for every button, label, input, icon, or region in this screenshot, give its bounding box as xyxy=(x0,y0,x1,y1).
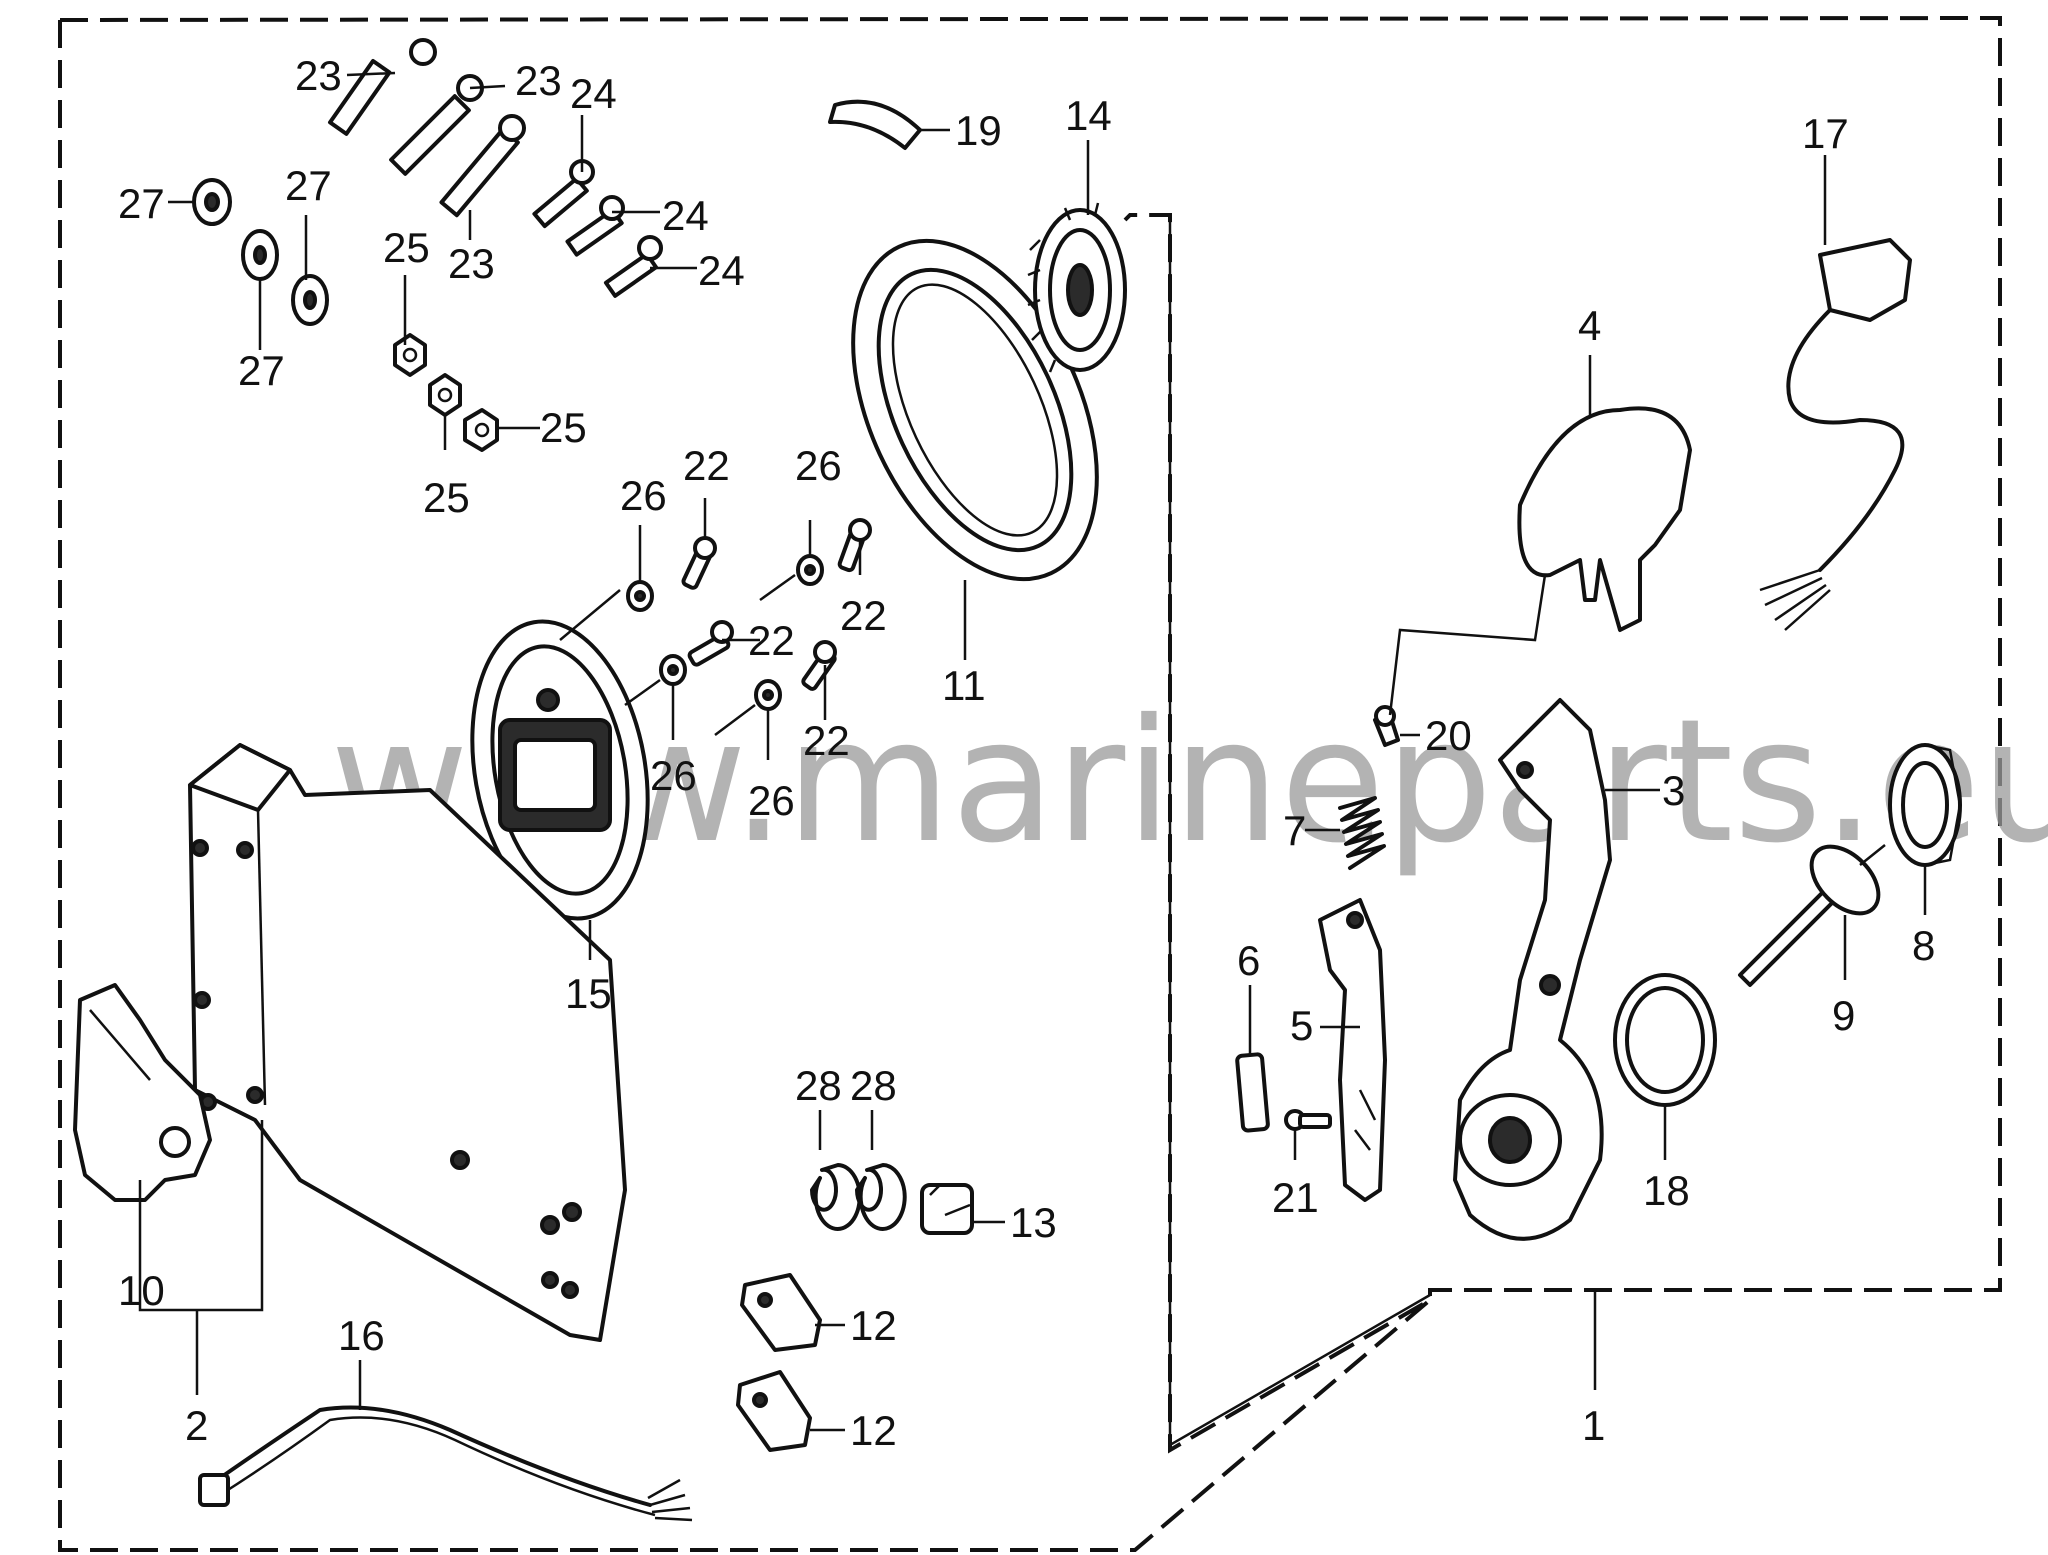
callout-27b: 27 xyxy=(285,162,332,209)
callout-9: 9 xyxy=(1832,992,1855,1039)
callout-21: 21 xyxy=(1272,1174,1319,1221)
callout-10: 10 xyxy=(118,1267,165,1314)
callout-23a: 23 xyxy=(295,52,342,99)
callout-13: 13 xyxy=(1010,1199,1057,1246)
clip-28b xyxy=(855,1163,907,1231)
leader-lines xyxy=(138,71,1927,1432)
callout-4: 4 xyxy=(1578,302,1601,349)
callout-12b: 12 xyxy=(850,1407,897,1454)
callout-16: 16 xyxy=(338,1312,385,1359)
screw-22a xyxy=(681,536,717,590)
callout-22c: 22 xyxy=(840,592,887,639)
callout-18: 18 xyxy=(1643,1167,1690,1214)
callout-7: 7 xyxy=(1283,807,1306,854)
callout-6: 6 xyxy=(1237,937,1260,984)
callout-3: 3 xyxy=(1662,767,1685,814)
cap-4 xyxy=(1517,406,1692,632)
pad-12a xyxy=(740,1273,822,1352)
nut-25c xyxy=(463,408,499,452)
callout-28a: 28 xyxy=(795,1062,842,1109)
callout-12a: 12 xyxy=(850,1302,897,1349)
assembly-boundary xyxy=(58,15,2002,1552)
screw-22b xyxy=(687,620,734,667)
spring-7 xyxy=(1338,796,1386,870)
pin-6 xyxy=(1235,1052,1270,1133)
callout-2: 2 xyxy=(185,1402,208,1449)
callout-1: 1 xyxy=(1582,1402,1605,1449)
bushing-8 xyxy=(1888,743,1962,867)
washer-27c xyxy=(291,274,329,326)
screw-24b xyxy=(565,195,625,257)
callout-22a: 22 xyxy=(683,442,730,489)
inner-boundary xyxy=(1168,215,1431,1448)
harness-16 xyxy=(198,1405,693,1522)
pad-12b xyxy=(736,1370,812,1452)
screw-21 xyxy=(1284,1109,1332,1131)
callout-25c: 25 xyxy=(540,404,587,451)
callout-26d: 26 xyxy=(748,777,795,824)
nut-25b xyxy=(428,373,462,417)
callout-24a: 24 xyxy=(570,70,617,117)
callout-23c: 23 xyxy=(448,240,495,287)
washer-26b xyxy=(659,654,687,686)
callout-14: 14 xyxy=(1065,92,1112,139)
screw-24a xyxy=(532,159,595,229)
callout-24b: 24 xyxy=(662,192,709,239)
callout-8: 8 xyxy=(1912,922,1935,969)
washer-18 xyxy=(1613,973,1717,1107)
screw-23b xyxy=(389,74,484,176)
washer-27a xyxy=(192,178,232,226)
ring-11 xyxy=(851,238,1099,582)
callout-20: 20 xyxy=(1425,712,1472,759)
callout-17: 17 xyxy=(1802,110,1849,157)
washer-26c xyxy=(796,554,824,586)
cover-10 xyxy=(73,983,212,1202)
callout-15: 15 xyxy=(565,970,612,1017)
gear-14 xyxy=(1027,202,1127,373)
callout-22d: 22 xyxy=(803,717,850,764)
callout-28b: 28 xyxy=(850,1062,897,1109)
screw-20 xyxy=(1373,705,1400,747)
screw-23a xyxy=(328,38,437,136)
callout-27a: 27 xyxy=(118,180,165,227)
callout-26c: 26 xyxy=(795,442,842,489)
callout-labels: 1 2 3 4 5 6 7 8 9 10 11 12 12 13 14 15 1… xyxy=(118,52,1935,1454)
housing-body xyxy=(188,743,627,1342)
screw-23c xyxy=(439,114,526,218)
screw-22c xyxy=(837,518,872,573)
lever-3 xyxy=(1453,698,1612,1241)
callout-26a: 26 xyxy=(620,472,667,519)
callout-26b: 26 xyxy=(650,752,697,799)
washer-27b xyxy=(241,229,279,281)
callout-22b: 22 xyxy=(748,617,795,664)
callout-19: 19 xyxy=(955,107,1002,154)
block-13 xyxy=(920,1183,974,1235)
drum-plate-15 xyxy=(470,619,650,921)
link-5 xyxy=(1318,898,1387,1202)
nut-25a xyxy=(393,333,427,377)
screw-24c xyxy=(603,235,663,298)
switch-17 xyxy=(1759,238,1912,631)
washer-26d xyxy=(754,679,782,711)
shaft-9 xyxy=(1738,844,1886,987)
callout-23b: 23 xyxy=(515,57,562,104)
callout-25a: 25 xyxy=(383,224,430,271)
callout-27c: 27 xyxy=(238,347,285,394)
shim-19 xyxy=(828,99,922,150)
washer-26a xyxy=(626,580,654,612)
callout-5: 5 xyxy=(1290,1002,1313,1049)
clip-28a xyxy=(810,1163,862,1231)
callout-24c: 24 xyxy=(698,247,745,294)
callout-11: 11 xyxy=(942,662,986,709)
callout-25b: 25 xyxy=(423,474,470,521)
